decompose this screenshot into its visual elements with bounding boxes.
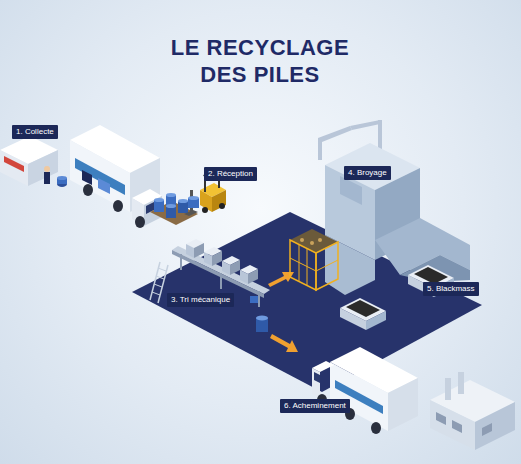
forklift — [212, 190, 226, 212]
collect-shop — [28, 150, 58, 186]
reception-pallets — [166, 193, 176, 197]
forklift — [219, 203, 225, 209]
ladder — [156, 276, 164, 279]
sorting-conveyor — [256, 316, 268, 321]
collect-truck — [98, 178, 110, 194]
sorting-conveyor — [240, 270, 248, 284]
step-text: 3. Tri mécanique — [171, 295, 230, 305]
sorting-conveyor — [212, 251, 222, 266]
crusher-bin — [318, 238, 322, 242]
sorting-conveyor — [222, 261, 230, 275]
collect-truck — [82, 170, 92, 185]
crusher-bin — [310, 241, 314, 245]
factory — [445, 378, 451, 400]
step-label: 2. Réception — [204, 167, 257, 181]
crusher-bin — [316, 242, 338, 290]
collect-shop — [0, 150, 28, 186]
sorting-conveyor — [250, 296, 258, 303]
forklift — [184, 210, 198, 216]
collect-shop — [57, 176, 67, 180]
sorting-conveyor — [186, 244, 194, 258]
step-text: 5. Blackmass — [427, 284, 475, 294]
collect-truck — [83, 184, 93, 196]
factory — [452, 420, 462, 433]
step-text: 6. Acheminement — [284, 401, 346, 411]
step-label: 6. Acheminement — [280, 399, 350, 413]
blackmass-tray — [340, 265, 454, 330]
factory — [430, 372, 515, 450]
transport-truck — [314, 372, 320, 383]
sorting-conveyor — [220, 273, 222, 289]
forklift — [188, 196, 199, 200]
crusher-bin — [300, 238, 304, 242]
step-label: 1. Collecte — [12, 125, 58, 139]
crusher-machine — [378, 120, 382, 150]
step-label: 5. Blackmass — [423, 282, 479, 296]
factory — [482, 423, 492, 436]
forklift — [202, 207, 208, 213]
transport-truck — [388, 378, 418, 431]
crusher-bin — [316, 260, 338, 271]
crusher-bin — [290, 229, 338, 290]
sorting-conveyor — [172, 250, 264, 298]
reception-pallets — [166, 204, 176, 208]
factory — [430, 400, 475, 450]
crusher-machine — [350, 120, 380, 130]
collect-truck — [135, 216, 145, 228]
sorting-conveyor — [258, 291, 260, 307]
step-text: 4. Broyage — [348, 168, 387, 178]
factory — [458, 372, 464, 394]
crusher-bin — [290, 258, 316, 271]
transport-truck — [330, 362, 388, 431]
step-text: 1. Collecte — [16, 127, 54, 137]
ladder — [150, 262, 168, 303]
sorting-conveyor — [248, 269, 258, 284]
ladder — [154, 284, 162, 287]
collect-truck — [70, 125, 162, 228]
step-label: 3. Tri mécanique — [167, 293, 234, 307]
sorting-conveyor — [180, 254, 182, 270]
reception-pallets — [154, 198, 164, 202]
collect-truck — [70, 140, 130, 212]
crusher-machine — [318, 126, 352, 142]
diagram-title: LE RECYCLAGE DES PILES — [160, 34, 360, 88]
collect-truck — [113, 200, 123, 212]
collect-shop — [4, 156, 24, 172]
sorting-conveyor — [172, 239, 270, 332]
floor — [132, 212, 482, 392]
collect-truck — [75, 158, 125, 195]
factory — [475, 402, 515, 450]
sorting-conveyor — [230, 260, 240, 275]
sorting-conveyor — [194, 243, 204, 258]
collect-shop — [0, 136, 67, 187]
ladder — [158, 268, 166, 271]
collect-shop — [44, 172, 50, 184]
step-text: 2. Réception — [208, 169, 253, 179]
transport-truck — [312, 368, 320, 398]
blackmass-tray — [346, 300, 380, 317]
sorting-conveyor — [204, 252, 212, 266]
flow-arrow — [270, 334, 298, 352]
crusher-machine — [340, 176, 362, 205]
flow-arrow — [268, 272, 298, 352]
ladder — [152, 292, 160, 295]
reception-pallets — [178, 199, 188, 203]
factory — [436, 412, 446, 425]
crusher-bin — [290, 229, 338, 253]
transport-truck — [312, 347, 418, 434]
step-label: 4. Broyage — [344, 166, 391, 180]
floor — [132, 212, 482, 392]
crusher-bin — [290, 240, 316, 290]
forklift — [200, 190, 212, 212]
crusher-machine — [318, 120, 470, 295]
transport-truck — [371, 422, 381, 434]
collect-shop — [44, 166, 50, 172]
